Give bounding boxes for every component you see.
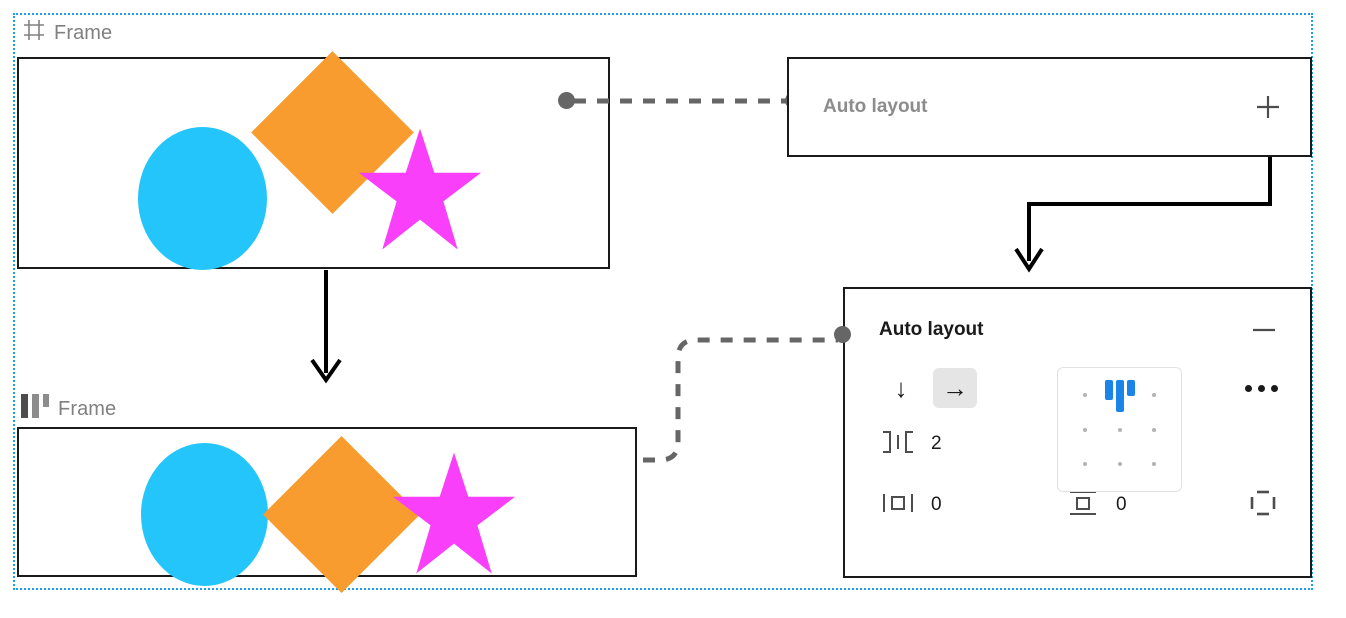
cyan-circle-bottom[interactable] (141, 443, 268, 586)
arrow-top-frame-to-bottom-frame (310, 270, 342, 384)
spacing-value: 2 (931, 433, 942, 454)
align-dot-middle-right[interactable] (1151, 427, 1156, 432)
alignment-preview-bars (1104, 380, 1135, 412)
magenta-star-top[interactable] (355, 121, 485, 261)
vertical-padding-field[interactable]: 0 (1064, 488, 1214, 523)
direction-button-group: ↓ → (879, 368, 977, 408)
artboard-bottom[interactable] (17, 427, 637, 593)
auto-layout-panel-collapsed[interactable]: Auto layout (787, 57, 1312, 157)
cyan-circle-top[interactable] (138, 127, 267, 270)
frame-label-bottom[interactable]: Frame (20, 392, 116, 426)
spacing-field[interactable]: 2 (879, 429, 942, 460)
magenta-star-bottom[interactable] (389, 445, 519, 585)
frame-label-bottom-text: Frame (58, 397, 117, 420)
individual-padding-button[interactable] (1246, 486, 1280, 525)
horizontal-padding-field[interactable]: 0 (879, 490, 1064, 521)
direction-horizontal-button[interactable]: → (933, 368, 977, 408)
vertical-padding-icon (1064, 488, 1102, 523)
plus-icon[interactable] (1252, 91, 1284, 123)
minus-icon[interactable] (1248, 314, 1280, 346)
auto-layout-panel-expanded[interactable]: Auto layout ↓ → (843, 287, 1312, 578)
alignment-grid-icon[interactable] (1057, 367, 1182, 492)
connector-dot-expanded-panel[interactable] (834, 326, 851, 343)
vertical-padding-value: 0 (1116, 494, 1127, 515)
spacing-row: 2 (879, 413, 1280, 475)
align-dot-bottom-right[interactable] (1151, 461, 1156, 466)
individual-padding-icon (1246, 486, 1280, 525)
horizontal-padding-value: 0 (931, 494, 942, 515)
direction-vertical-button[interactable]: ↓ (879, 368, 923, 408)
more-horizontal-icon[interactable] (1245, 385, 1278, 392)
spacing-between-items-icon (879, 429, 917, 460)
auto-layout-collapsed-title: Auto layout (823, 96, 928, 117)
align-dot-bottom-left[interactable] (1083, 461, 1088, 466)
align-dot-bottom-center[interactable] (1117, 461, 1122, 466)
arrow-down-icon: ↓ (894, 372, 908, 403)
direction-row: ↓ → (879, 363, 1280, 413)
arrow-collapsed-panel-to-expanded-panel (1014, 157, 1272, 273)
connector-dot-top-frame[interactable] (558, 92, 575, 109)
auto-layout-panel-body: ↓ → (879, 363, 1280, 535)
frame-grid-icon (22, 18, 46, 48)
auto-layout-panel-header: Auto layout (879, 315, 1280, 345)
auto-layout-expanded-title: Auto layout (879, 319, 984, 340)
align-dot-middle-center[interactable] (1117, 427, 1122, 432)
horizontal-padding-icon (879, 490, 917, 521)
align-dot-top-right[interactable] (1151, 393, 1156, 398)
align-dot-middle-left[interactable] (1083, 427, 1088, 432)
arrow-right-icon: → (942, 372, 968, 403)
frame-label-top[interactable]: Frame (22, 18, 112, 48)
artboard-top[interactable] (17, 51, 610, 270)
frame-label-top-text: Frame (54, 21, 113, 44)
align-dot-top-left[interactable] (1083, 393, 1088, 398)
auto-layout-frame-icon (20, 392, 50, 426)
